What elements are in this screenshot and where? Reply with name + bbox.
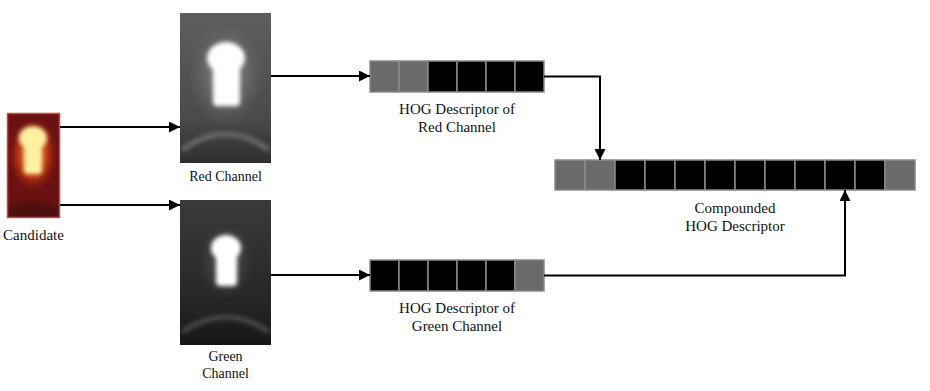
- arrow-connector: [60, 204, 180, 206]
- candidate-border: [8, 114, 60, 218]
- arrow-connector: [544, 77, 600, 161]
- hog-bar: [555, 160, 915, 190]
- caption: Red Channel: [161, 169, 291, 186]
- node-frame: [180, 13, 271, 163]
- arrow-connector: [271, 75, 370, 77]
- node-frame: [370, 61, 544, 92]
- image-node: Candidate: [7, 113, 60, 218]
- green-channel-image: [180, 200, 271, 345]
- node-frame: [555, 160, 915, 190]
- node-frame: [180, 200, 271, 345]
- descriptor-node: HOG Descriptor of Green Channel: [370, 260, 544, 291]
- caption: HOG Descriptor of Green Channel: [390, 299, 525, 335]
- arrow-connector: [60, 126, 180, 128]
- node-frame: [7, 113, 60, 218]
- descriptor-node: Compounded HOG Descriptor: [555, 160, 915, 190]
- caption: Candidate: [0, 226, 89, 244]
- caption: HOG Descriptor of Red Channel: [390, 100, 525, 136]
- image-node: Red Channel: [180, 13, 271, 163]
- image-node: Green Channel: [180, 200, 271, 345]
- arrow-connector: [544, 190, 845, 276]
- caption: Compounded HOG Descriptor: [655, 199, 815, 235]
- candidate-image: [7, 113, 60, 218]
- descriptor-node: HOG Descriptor of Red Channel: [370, 61, 544, 92]
- red-channel-image: [180, 13, 271, 163]
- hog-bar: [370, 61, 544, 92]
- hog-bar: [370, 260, 544, 291]
- node-frame: [370, 260, 544, 291]
- caption: Green Channel: [191, 349, 261, 383]
- arrow-connector: [271, 274, 370, 276]
